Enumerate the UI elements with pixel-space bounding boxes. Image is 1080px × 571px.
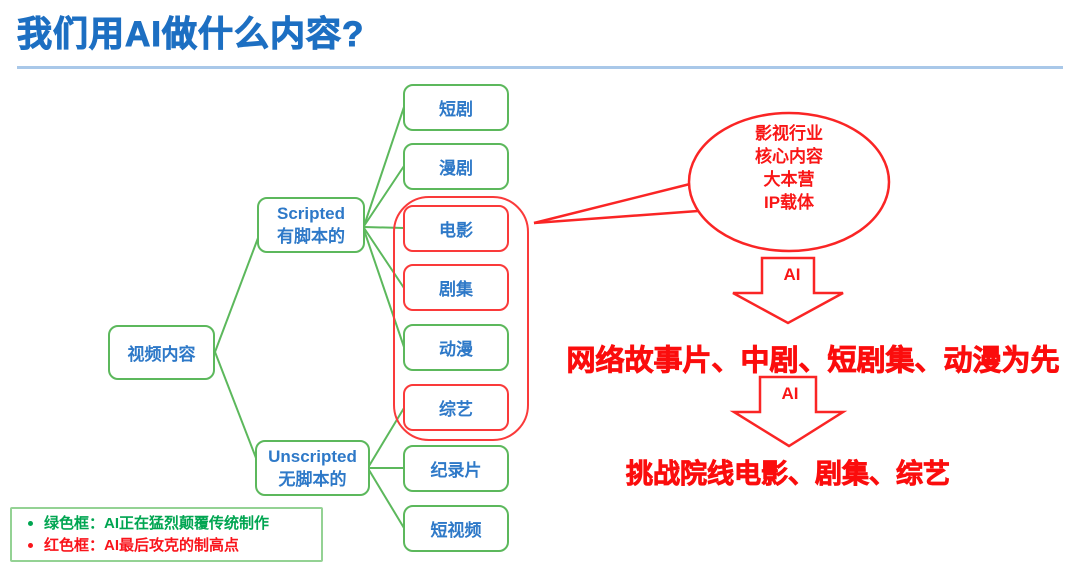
node-label: 电影 bbox=[439, 221, 473, 240]
node-unscripted: Unscripted 无脚本的 bbox=[255, 440, 370, 496]
bullet-icon bbox=[28, 543, 33, 548]
statement-challenge-theatrical: 挑战院线电影、剧集、综艺 bbox=[626, 459, 951, 490]
down-arrow-shape bbox=[732, 256, 844, 325]
legend-box: 绿色框：AI正在猛烈颠覆传统制作 红色框：AI最后攻克的制高点 bbox=[10, 507, 323, 562]
node-comic-drama: 漫剧 bbox=[403, 143, 509, 190]
connector-line bbox=[363, 165, 405, 227]
node-label: 剧集 bbox=[439, 280, 473, 299]
connector-line bbox=[214, 237, 259, 353]
node-label-en: Scripted bbox=[276, 204, 346, 223]
bubble-line: 影视行业 bbox=[755, 124, 823, 143]
node-documentary: 纪录片 bbox=[403, 445, 509, 492]
bubble-tail-line bbox=[533, 182, 691, 225]
node-short-drama: 短剧 bbox=[403, 84, 509, 131]
node-label: 动漫 bbox=[439, 340, 473, 359]
node-scripted: Scripted 有脚本的 bbox=[257, 197, 365, 253]
node-label: 短剧 bbox=[439, 100, 473, 119]
legend-item-red: 红色框：AI最后攻克的制高点 bbox=[28, 535, 321, 557]
bubble-line: 大本营 bbox=[763, 170, 815, 189]
node-label-en: Unscripted bbox=[268, 447, 357, 466]
connector-line bbox=[363, 227, 405, 289]
node-variety: 综艺 bbox=[403, 384, 509, 431]
node-series: 剧集 bbox=[403, 264, 509, 311]
statement-network-content: 网络故事片、中剧、短剧集、动漫为先 bbox=[566, 345, 1060, 378]
red-highlight-group-rect bbox=[393, 196, 529, 441]
node-label: 视频内容 bbox=[127, 345, 196, 364]
down-arrow-shape bbox=[729, 375, 848, 448]
legend-text: 绿色框：AI正在猛烈颠覆传统制作 bbox=[44, 514, 270, 532]
node-animation: 动漫 bbox=[403, 324, 509, 371]
node-label-zh: 无脚本的 bbox=[278, 470, 347, 489]
node-short-video: 短视频 bbox=[403, 505, 509, 552]
arrow-ai-label: AI bbox=[781, 384, 799, 403]
page-title: 我们用AI做什么内容? bbox=[16, 15, 365, 55]
connector-line bbox=[214, 351, 257, 459]
node-video-content: 视频内容 bbox=[108, 325, 215, 380]
legend-text: 红色框：AI最后攻克的制高点 bbox=[44, 536, 240, 554]
bubble-line: IP载体 bbox=[763, 193, 815, 212]
connector-line bbox=[368, 469, 405, 529]
node-label: 短视频 bbox=[430, 521, 482, 540]
connector-line bbox=[363, 229, 405, 348]
node-label-zh: 有脚本的 bbox=[277, 227, 345, 246]
legend-item-green: 绿色框：AI正在猛烈颠覆传统制作 bbox=[28, 513, 321, 535]
bullet-icon bbox=[28, 521, 33, 526]
title-underline bbox=[17, 66, 1063, 69]
bubble-tail-line bbox=[533, 209, 699, 225]
speech-bubble-ellipse bbox=[687, 111, 891, 253]
bubble-line: 核心内容 bbox=[755, 147, 823, 166]
node-label: 综艺 bbox=[439, 400, 473, 419]
node-label: 纪录片 bbox=[430, 461, 482, 480]
node-label: 漫剧 bbox=[439, 159, 473, 178]
node-movie: 电影 bbox=[403, 205, 509, 252]
arrow-ai-label: AI bbox=[783, 265, 801, 284]
bubble-text: 影视行业 核心内容 大本营 IP载体 bbox=[689, 122, 889, 214]
connector-line bbox=[363, 106, 405, 227]
